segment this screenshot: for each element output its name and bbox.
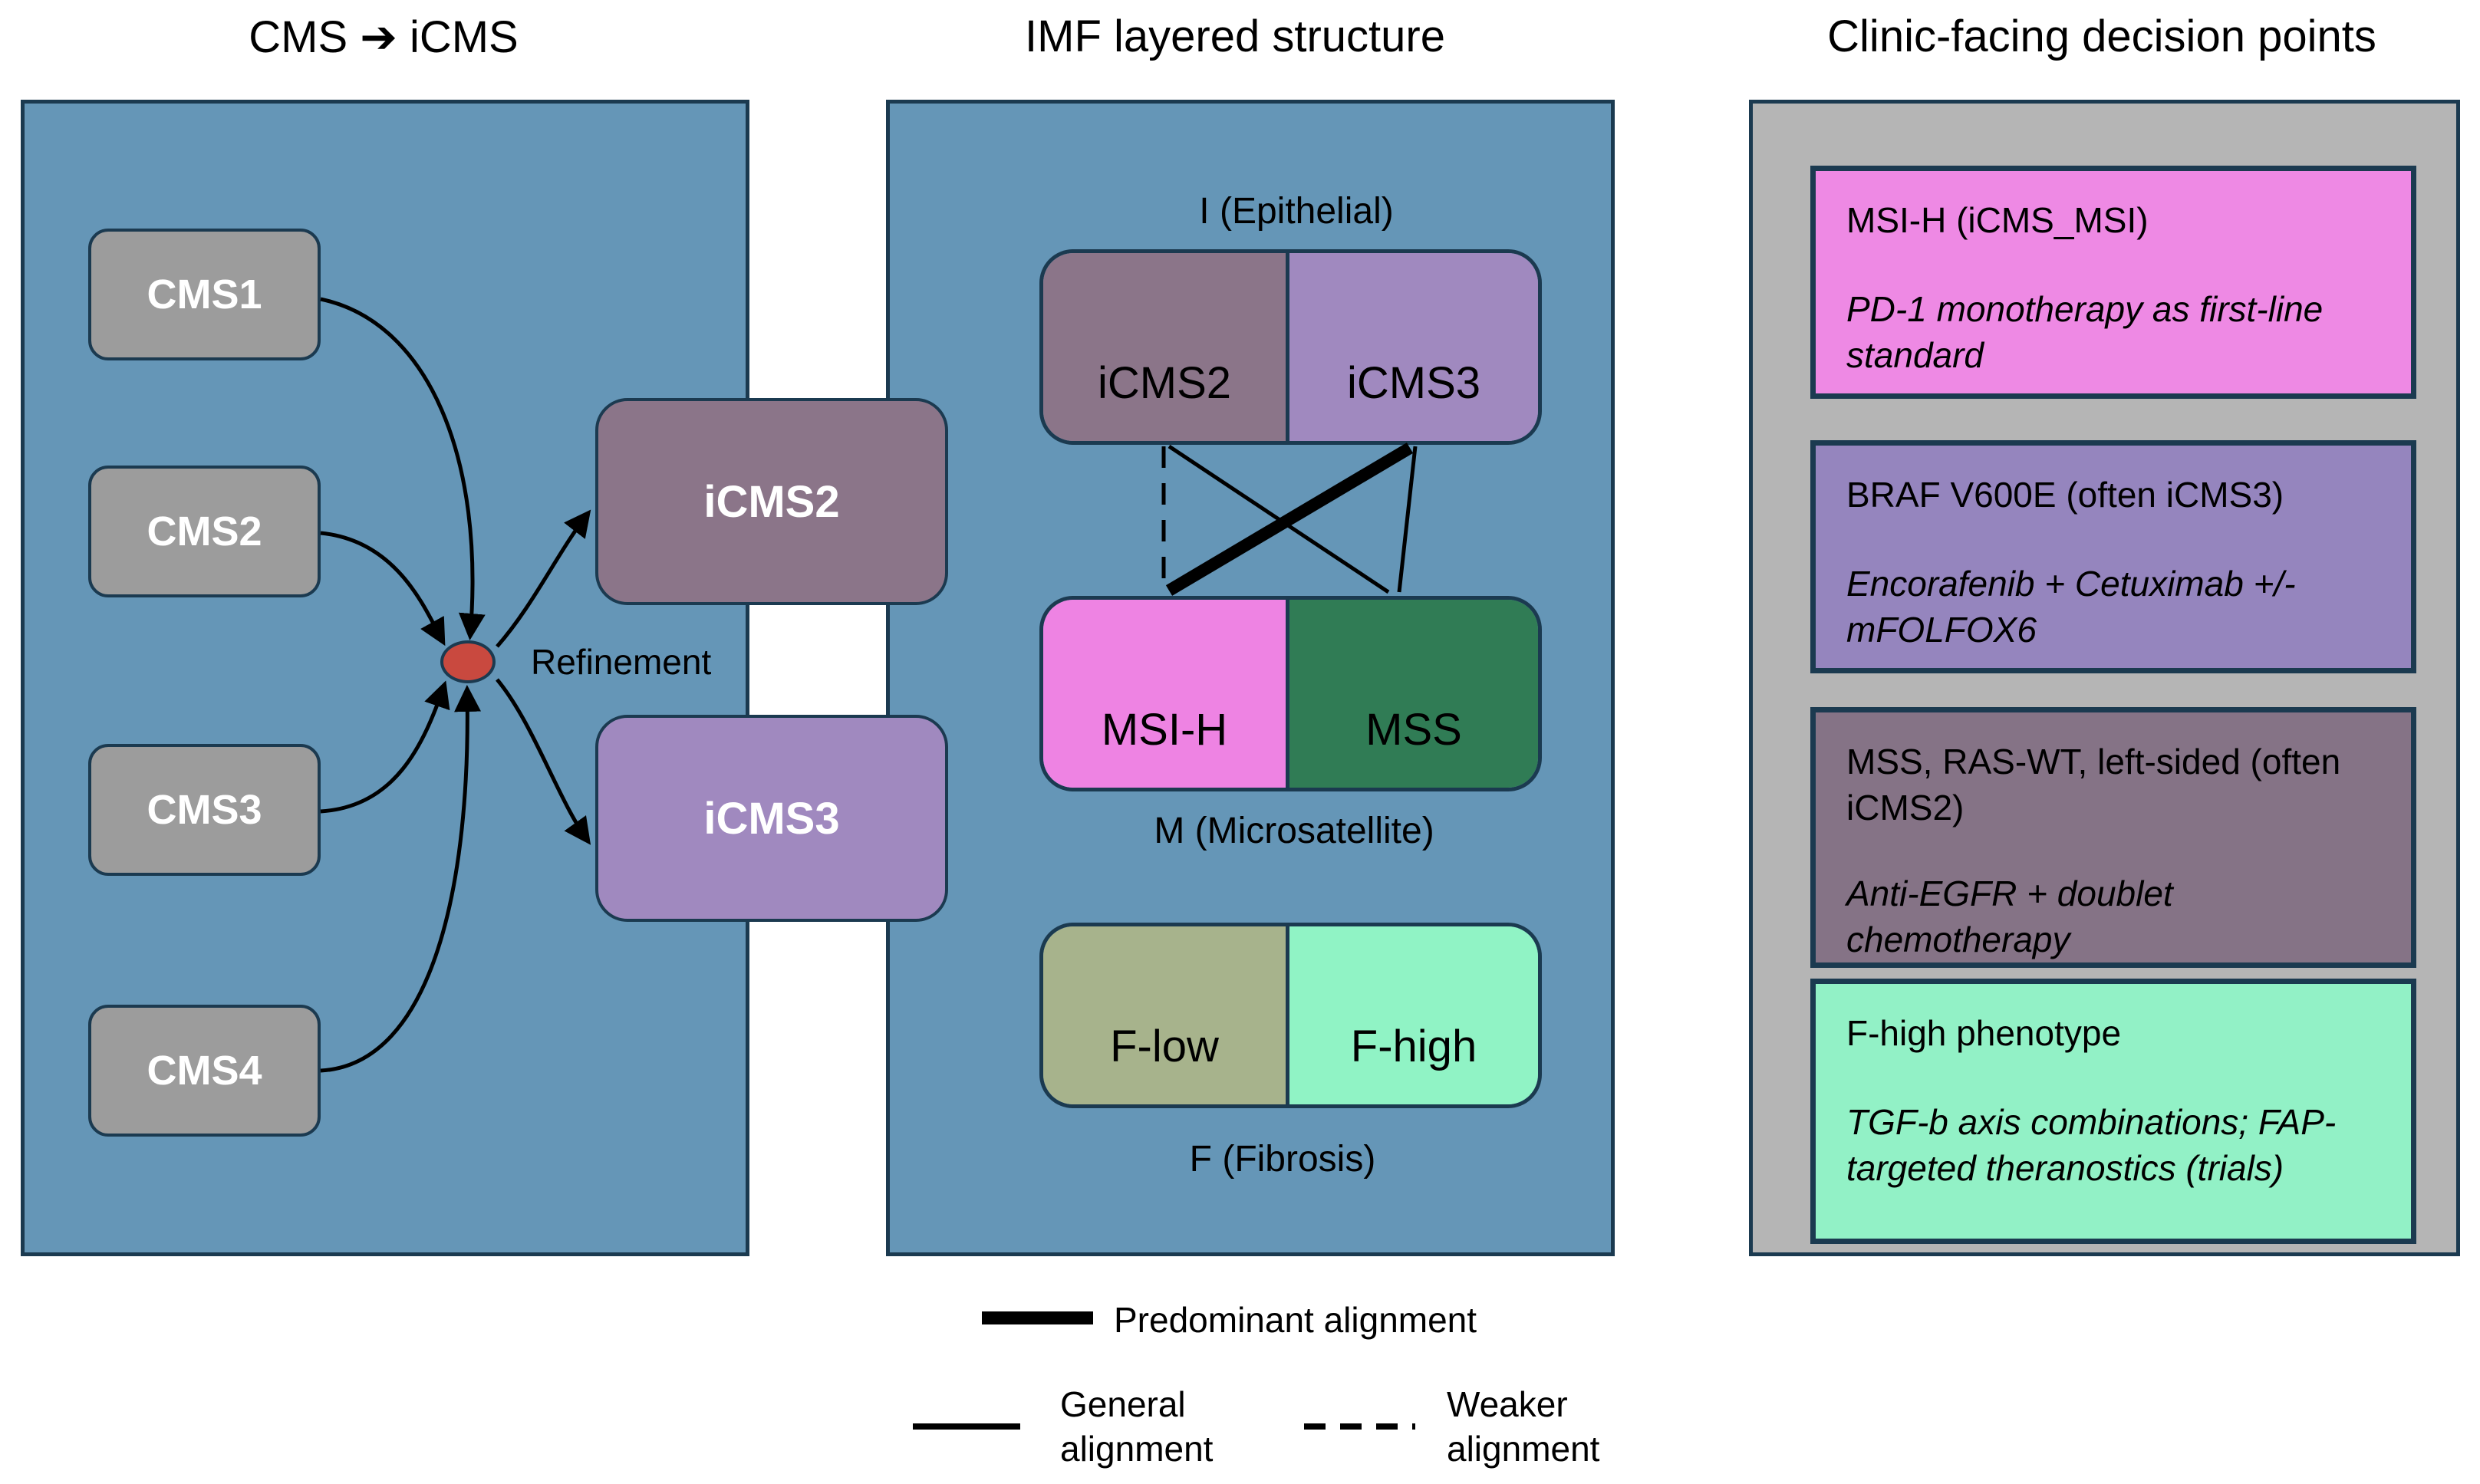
layer-f-caption: F (Fibrosis) xyxy=(1189,1139,1376,1180)
icms3-result-box: iCMS3 xyxy=(595,715,948,922)
decision-box-braf: BRAF V600E (often iCMS3) Encorafenib + C… xyxy=(1810,440,2416,673)
middle-column-title: IMF layered structure xyxy=(1025,12,1445,61)
layer-m-msih-cell: MSI-H xyxy=(1043,600,1289,788)
decision-box-braf-body: Encorafenib + Cetuximab +/- mFOLFOX6 xyxy=(1846,564,2296,650)
layer-i-caption: I (Epithelial) xyxy=(1199,191,1394,232)
left-column-title: CMS ➔ iCMS xyxy=(249,12,519,62)
decision-box-fhigh: F-high phenotype TGF-b axis combinations… xyxy=(1810,979,2416,1244)
decision-box-msih-title: MSI-H (iCMS_MSI) xyxy=(1846,200,2149,240)
decision-box-braf-title: BRAF V600E (often iCMS3) xyxy=(1846,475,2284,515)
icms2-result-box: iCMS2 xyxy=(595,398,948,605)
decision-box-msih-body: PD-1 monotherapy as first-line standard xyxy=(1846,289,2324,375)
layer-i-icms3-cell: iCMS3 xyxy=(1289,253,1538,441)
cms1-label: CMS1 xyxy=(147,271,262,318)
refinement-label: Refinement xyxy=(531,642,712,682)
layer-i-box: iCMS2 iCMS3 xyxy=(1039,249,1542,445)
cms2-label: CMS2 xyxy=(147,508,262,554)
cms1-box: CMS1 xyxy=(88,229,321,360)
predominant-line-swatch-icon xyxy=(982,1311,1093,1324)
decision-box-mss-title: MSS, RAS-WT, left-sided (often iCMS2) xyxy=(1846,742,2341,828)
layer-f-box: F-low F-high xyxy=(1039,923,1542,1108)
weaker-line-swatch-icon xyxy=(1304,1423,1415,1430)
layer-m-mss-label: MSS xyxy=(1365,705,1462,755)
decision-box-mss-body: Anti-EGFR + doublet chemotherapy xyxy=(1846,874,2173,959)
refinement-node-icon xyxy=(440,640,496,683)
cms3-box: CMS3 xyxy=(88,744,321,876)
icms3-result-label: iCMS3 xyxy=(703,793,840,844)
decision-box-fhigh-title: F-high phenotype xyxy=(1846,1013,2122,1053)
legend-predominant-label: Predominant alignment xyxy=(1114,1300,1477,1340)
decision-box-fhigh-body: TGF-b axis combinations; FAP-targeted th… xyxy=(1846,1102,2337,1188)
layer-m-msih-label: MSI-H xyxy=(1101,705,1228,755)
layer-f-fhigh-label: F-high xyxy=(1350,1022,1477,1071)
decision-box-mss: MSS, RAS-WT, left-sided (often iCMS2) An… xyxy=(1810,707,2416,968)
layer-f-flow-cell: F-low xyxy=(1043,926,1289,1104)
cms4-box: CMS4 xyxy=(88,1005,321,1137)
layer-m-mss-cell: MSS xyxy=(1289,600,1538,788)
general-line-swatch-icon xyxy=(913,1423,1020,1430)
layer-i-icms3-label: iCMS3 xyxy=(1346,358,1481,408)
icms2-result-label: iCMS2 xyxy=(703,476,840,527)
layer-i-icms2-cell: iCMS2 xyxy=(1043,253,1289,441)
legend-general-label: General alignment xyxy=(1060,1384,1214,1469)
layer-m-caption: M (Microsatellite) xyxy=(1154,811,1434,851)
decision-box-msih: MSI-H (iCMS_MSI) PD-1 monotherapy as fir… xyxy=(1810,166,2416,399)
layer-m-box: MSI-H MSS xyxy=(1039,596,1542,791)
cms3-label: CMS3 xyxy=(147,787,262,833)
cms4-label: CMS4 xyxy=(147,1048,262,1094)
legend-weaker-label: Weaker alignment xyxy=(1447,1384,1600,1469)
layer-f-flow-label: F-low xyxy=(1110,1022,1219,1071)
right-column-title: Clinic-facing decision points xyxy=(1827,12,2376,61)
layer-i-icms2-label: iCMS2 xyxy=(1097,358,1232,408)
layer-f-fhigh-cell: F-high xyxy=(1289,926,1538,1104)
cms2-box: CMS2 xyxy=(88,466,321,597)
